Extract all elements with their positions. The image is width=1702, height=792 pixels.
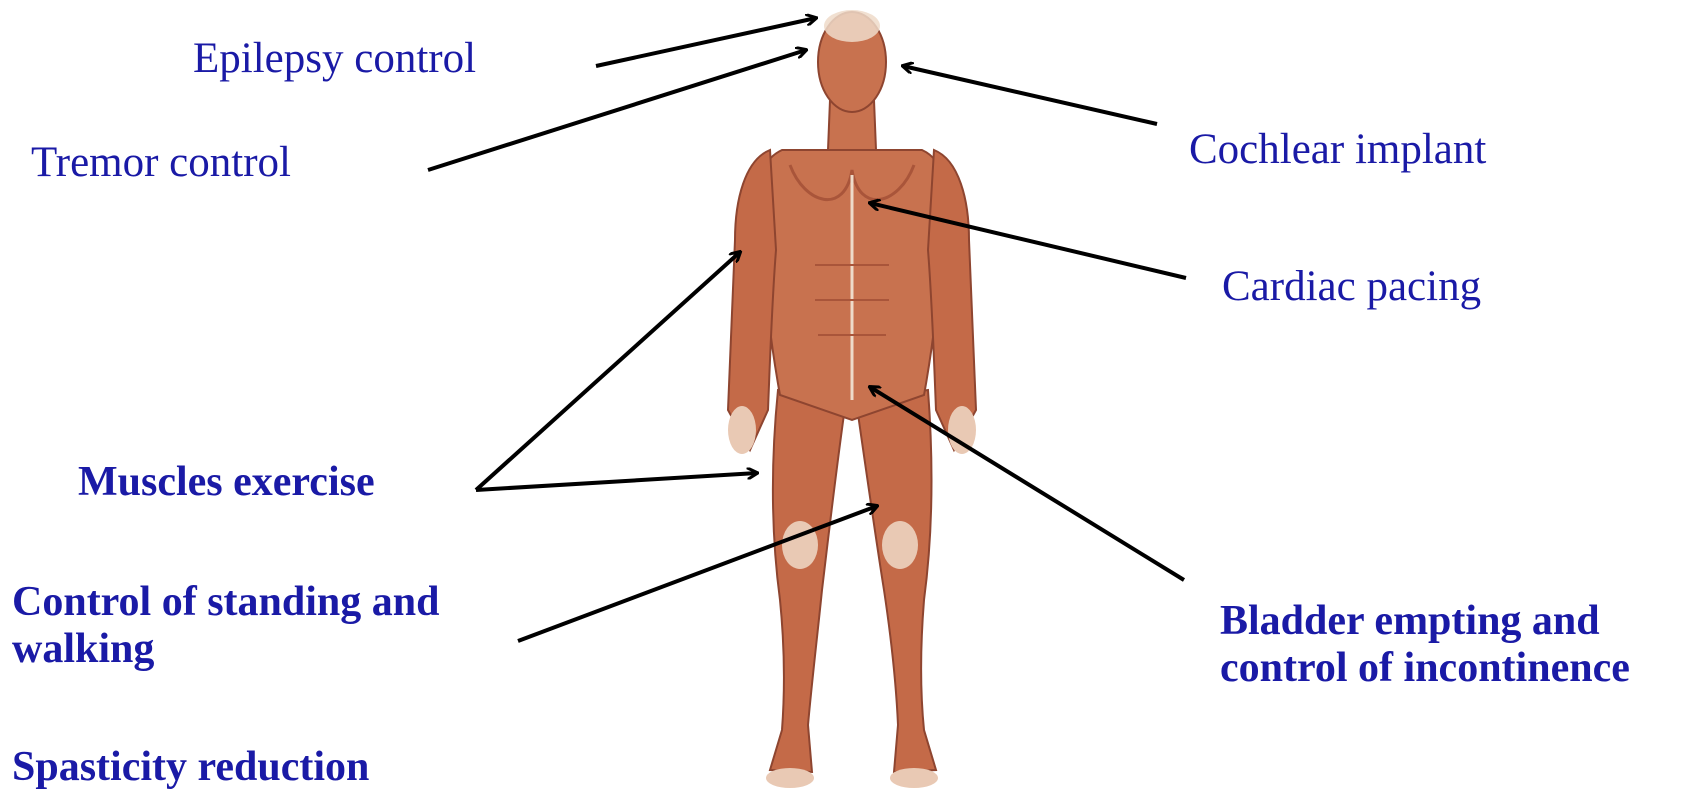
arrow-cochlear (903, 66, 1157, 124)
arrow-tremor (428, 50, 806, 170)
label-muscles-exercise: Muscles exercise (78, 459, 375, 506)
label-spasticity-reduction: Spasticity reduction (12, 744, 369, 791)
label-bladder-incontinence: Bladder empting and control of incontine… (1220, 598, 1630, 692)
label-standing-walking: Control of standing and walking (12, 579, 440, 673)
label-standing-line2: walking (12, 626, 440, 673)
label-cochlear-implant: Cochlear implant (1189, 126, 1486, 174)
label-epilepsy-control: Epilepsy control (193, 35, 476, 83)
left-leg (770, 390, 846, 772)
right-foot (890, 768, 938, 788)
label-standing-line1: Control of standing and (12, 579, 440, 626)
arrow-muscles-thigh (476, 473, 757, 490)
arrow-muscles-arm (476, 252, 740, 490)
left-foot (766, 768, 814, 788)
label-bladder-line1: Bladder empting and (1220, 598, 1630, 645)
muscle-figure-image (728, 10, 976, 788)
left-hand (728, 406, 756, 454)
right-hand (948, 406, 976, 454)
label-cardiac-pacing: Cardiac pacing (1222, 263, 1481, 311)
right-leg (856, 390, 936, 772)
right-arm (928, 150, 976, 450)
label-bladder-line2: control of incontinence (1220, 645, 1630, 692)
left-arm (728, 150, 776, 450)
label-tremor-control: Tremor control (31, 139, 291, 187)
right-knee (882, 521, 918, 569)
